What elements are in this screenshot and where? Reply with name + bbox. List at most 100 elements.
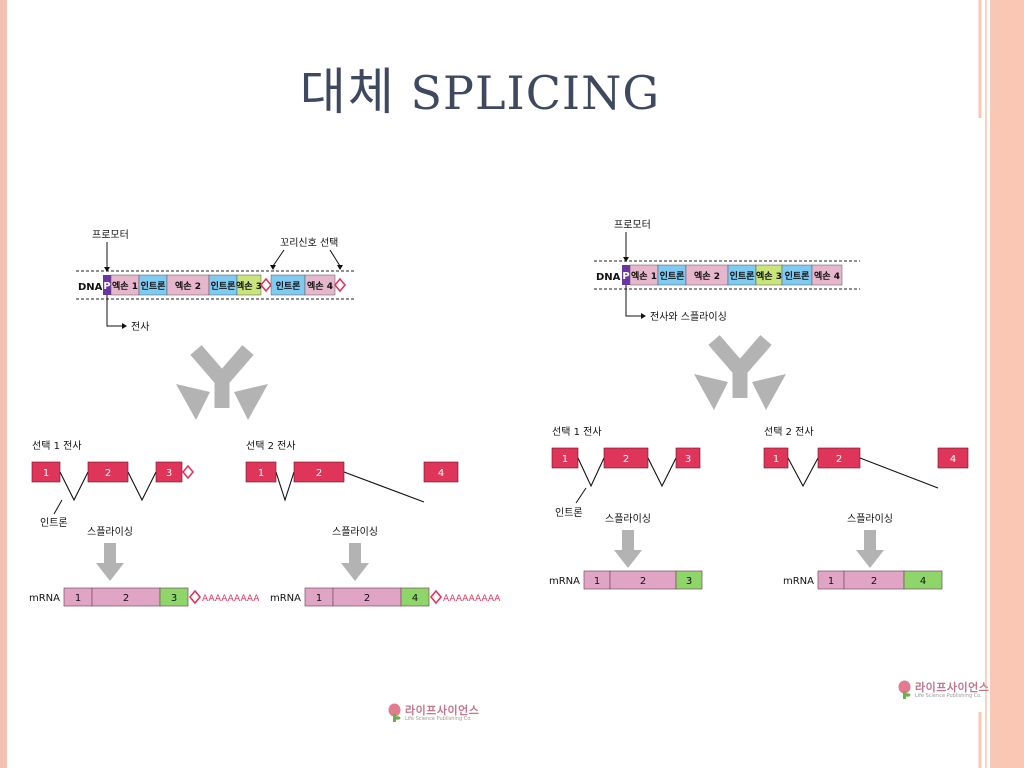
splicing-arrowhead <box>341 563 369 581</box>
dna-segment-label: 인트론 <box>660 271 685 282</box>
splicing-arrowhead <box>856 550 884 568</box>
publisher-logo-right: 라이프사이언스 Life Science Publishing Co. <box>898 680 989 700</box>
intron-pointer <box>53 499 63 515</box>
dna-segment-label: 엑손 4 <box>307 280 333 292</box>
branch-arrow-head <box>176 384 210 420</box>
mrna-exon-number: 4 <box>412 593 418 604</box>
polyadenylation-signal-icon <box>188 589 202 605</box>
mrna-exon-number: 2 <box>364 593 370 604</box>
exon-box <box>817 447 861 469</box>
exon-number: 4 <box>950 454 956 465</box>
mrna-exon-number: 2 <box>123 593 129 604</box>
intron-connector <box>859 457 939 489</box>
mrna-label: mRNA <box>29 593 60 604</box>
slide-title: 대체 SPLICING <box>0 52 960 124</box>
dna-label: DNA <box>78 282 103 293</box>
intron-connector <box>577 457 605 488</box>
poly-a-tail: AAAAAAAAA <box>443 594 501 604</box>
splicing-arrow <box>622 530 634 552</box>
publisher-name: 라이프사이언스 <box>405 703 480 717</box>
splicing-label: 스플라이싱 <box>332 526 378 538</box>
publisher-name-en: Life Science Publishing Co. <box>405 715 472 722</box>
branch-arrow-head <box>234 384 268 420</box>
transcription-arrow <box>106 295 123 327</box>
exon-box <box>87 461 129 483</box>
exon-box <box>675 447 701 469</box>
exon-number: 1 <box>258 468 264 479</box>
mrna-exon-number: 2 <box>640 576 646 587</box>
promoter-p-label: P <box>103 281 110 292</box>
publisher-name-en: Life Science Publishing Co. <box>915 692 982 699</box>
intron-label: 인트론 <box>555 507 583 519</box>
exon-box <box>245 461 277 483</box>
exon-box <box>603 447 649 469</box>
intron-connector <box>127 471 157 502</box>
dna-segment-label: 인트론 <box>211 281 236 292</box>
splicing-arrow <box>104 543 116 565</box>
dna-segment-label: 엑손 4 <box>814 270 840 282</box>
publisher-logo-icon <box>388 703 401 723</box>
dna-segment-label: 인트론 <box>785 271 810 282</box>
dna-segment-label: 엑손 2 <box>175 280 201 292</box>
exon-box <box>937 447 969 469</box>
right-border <box>990 0 1024 768</box>
exon-number: 2 <box>623 454 629 465</box>
dna-segment-label: 엑손 3 <box>756 270 782 282</box>
splicing-arrowhead <box>96 563 124 581</box>
splicing-arrowhead <box>614 550 642 568</box>
intron-connector <box>343 471 425 503</box>
exon-box <box>31 461 61 483</box>
splicing-label: 스플라이싱 <box>87 526 133 538</box>
slide-title-korean: 대체 <box>299 63 396 121</box>
transcription-label: 전사와 스플라이싱 <box>650 311 727 323</box>
mrna-label: mRNA <box>549 576 580 587</box>
left-border <box>0 0 7 768</box>
transcription-arrowhead <box>122 323 127 329</box>
mrna-exon-number: 1 <box>75 593 81 604</box>
choice-label: 선택 1 전사 <box>32 440 82 452</box>
dna-segment-label: 엑손 3 <box>236 280 262 292</box>
exon-number: 2 <box>836 454 842 465</box>
mrna-exon-number: 1 <box>594 576 600 587</box>
mrna-exon <box>159 587 189 607</box>
exon-number: 4 <box>438 468 444 479</box>
intron-connector <box>647 457 677 488</box>
promoter-arrowhead <box>104 267 110 272</box>
promoter-label: 프로모터 <box>92 229 129 241</box>
intron-connector <box>787 457 819 488</box>
splicing-label: 스플라이싱 <box>847 513 893 525</box>
mrna-exon-number: 3 <box>171 593 177 604</box>
intron-pointer <box>575 487 587 504</box>
promoter-label: 프로모터 <box>614 219 651 231</box>
promoter-arrowhead <box>623 257 629 262</box>
exon-box <box>423 461 459 483</box>
splicing-label: 스플라이싱 <box>605 513 651 525</box>
mrna-label: mRNA <box>783 576 814 587</box>
polya-arrowhead <box>270 265 276 270</box>
dna-segment-label: 엑손 2 <box>694 270 720 282</box>
exon-number: 3 <box>685 454 691 465</box>
dna-label: DNA <box>596 272 621 283</box>
publisher-name: 라이프사이언스 <box>915 680 990 694</box>
promoter-p-label: P <box>622 271 629 282</box>
promoter-box <box>103 275 111 295</box>
mrna-exon-number: 1 <box>316 593 322 604</box>
dna-segment-label: 엑손 1 <box>631 270 657 282</box>
dna-segment-label: 인트론 <box>141 281 166 292</box>
intron-label: 인트론 <box>40 517 68 529</box>
publisher-logo-icon <box>898 680 911 700</box>
intron-connector <box>275 471 295 502</box>
mrna-exon-number: 3 <box>686 576 692 587</box>
branch-arrow <box>216 345 254 385</box>
polyadenylation-signal-icon <box>429 589 443 605</box>
mrna-label: mRNA <box>270 593 301 604</box>
mrna-exon-number: 4 <box>920 576 926 587</box>
intron-connector <box>59 471 89 502</box>
dna-segment-label: 인트론 <box>276 281 301 292</box>
transcription-arrow <box>625 285 642 317</box>
choice-label: 선택 1 전사 <box>552 426 602 438</box>
branch-arrow-head <box>752 374 786 410</box>
exon-box <box>293 461 345 483</box>
mrna-exon-number: 2 <box>871 576 877 587</box>
